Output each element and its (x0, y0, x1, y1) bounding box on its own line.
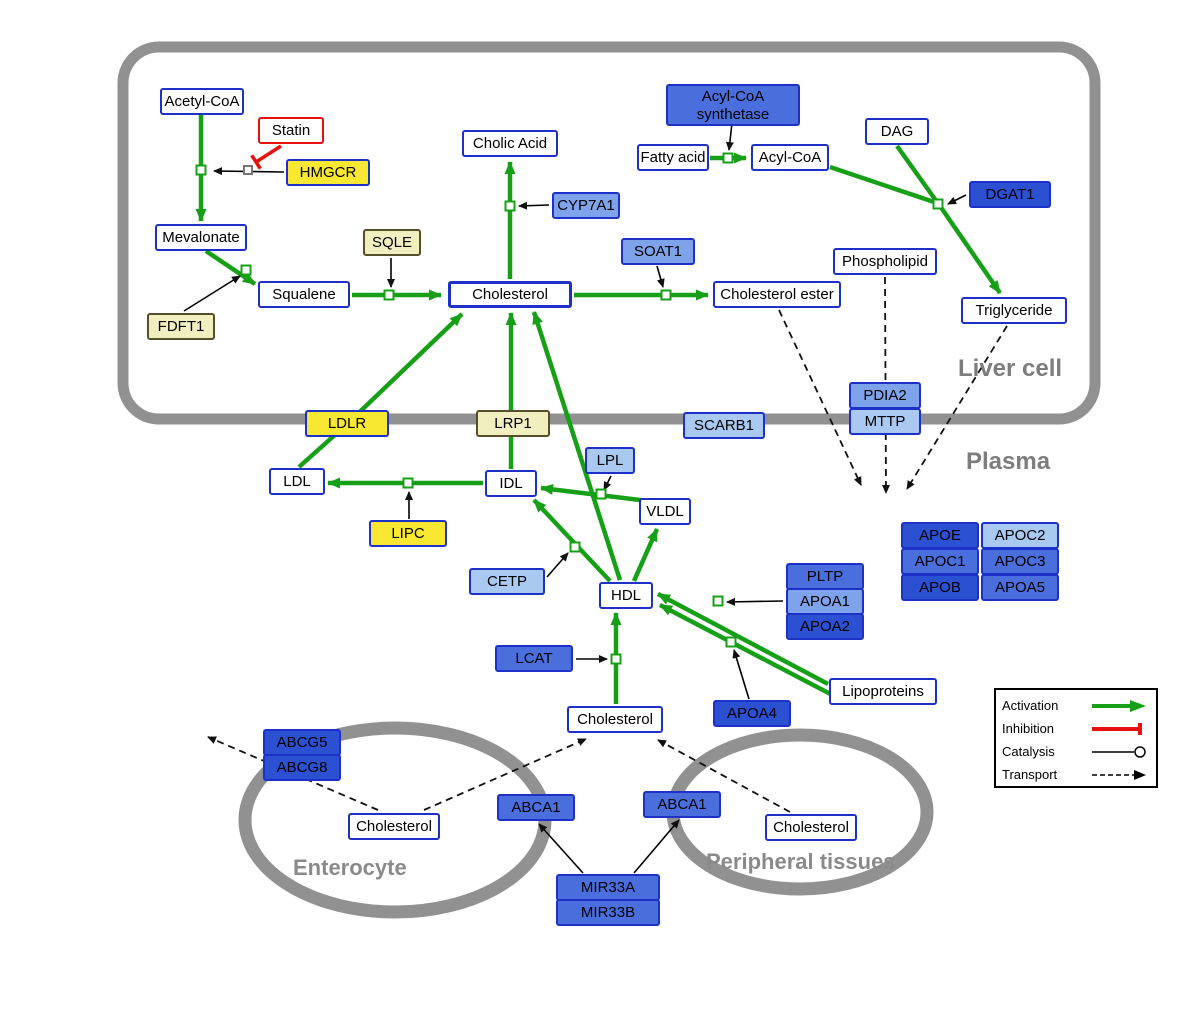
node-dgat1[interactable]: DGAT1 (969, 181, 1051, 208)
node-cholesterol-enterocyte[interactable]: Cholesterol (348, 813, 440, 840)
node-mevalonate[interactable]: Mevalonate (155, 224, 247, 251)
node-apoc3[interactable]: APOC3 (981, 548, 1059, 575)
node-soat1[interactable]: SOAT1 (621, 238, 695, 265)
node-idl[interactable]: IDL (485, 470, 537, 497)
node-squalene[interactable]: Squalene (258, 281, 350, 308)
liver-cell-label: Liver cell (958, 355, 1063, 382)
inhibition-edge (250, 144, 282, 170)
peripheral-tissues-label: Peripheral tissues (706, 849, 896, 874)
legend-activation-label: Activation (1002, 698, 1059, 713)
node-acetyl-coa[interactable]: Acetyl-CoA (160, 88, 244, 115)
node-mir33a[interactable]: MIR33A (556, 874, 660, 901)
node-cholesterol-peripheral[interactable]: Cholesterol (765, 814, 857, 841)
legend-transport-label: Transport (1002, 767, 1058, 782)
node-cholesterol-liver[interactable]: Cholesterol (448, 281, 572, 308)
catalysis-edges (183, 122, 967, 874)
node-hmgcr[interactable]: HMGCR (286, 159, 370, 186)
node-lipc[interactable]: LIPC (369, 520, 447, 547)
node-sqle[interactable]: SQLE (363, 229, 421, 256)
legend-row-catalysis: Catalysis (1002, 740, 1150, 763)
node-apoc1[interactable]: APOC1 (901, 548, 979, 575)
node-abca1-left[interactable]: ABCA1 (497, 794, 575, 821)
node-fatty-acid[interactable]: Fatty acid (637, 144, 709, 171)
node-mir33b[interactable]: MIR33B (556, 899, 660, 926)
node-scarb1[interactable]: SCARB1 (683, 412, 765, 439)
legend-row-inhibition: Inhibition (1002, 717, 1150, 740)
edge-anchors (195, 152, 944, 665)
node-abcg8[interactable]: ABCG8 (263, 754, 341, 781)
node-lpl[interactable]: LPL (585, 447, 635, 474)
node-abca1-right[interactable]: ABCA1 (643, 791, 721, 818)
liver-cell-membrane (117, 41, 1101, 425)
activation-arrow-icon (1092, 699, 1146, 712)
catalysis-circle-icon (1092, 745, 1146, 758)
legend-catalysis-label: Catalysis (1002, 744, 1055, 759)
node-triglyceride[interactable]: Triglyceride (961, 297, 1067, 324)
inhibition-tbar-icon (1092, 722, 1142, 735)
node-abcg5[interactable]: ABCG5 (263, 729, 341, 756)
node-cholesterol-plasma[interactable]: Cholesterol (567, 706, 663, 733)
node-apoc2[interactable]: APOC2 (981, 522, 1059, 549)
node-apoa1[interactable]: APOA1 (786, 588, 864, 615)
node-apoa4[interactable]: APOA4 (713, 700, 791, 727)
node-hdl[interactable]: HDL (599, 582, 653, 609)
node-phospholipid[interactable]: Phospholipid (833, 248, 937, 275)
node-apoe[interactable]: APOE (901, 522, 979, 549)
node-lcat[interactable]: LCAT (495, 645, 573, 672)
node-dag[interactable]: DAG (865, 118, 929, 145)
legend-row-transport: Transport (1002, 763, 1150, 786)
legend-inhibition-label: Inhibition (1002, 721, 1055, 736)
node-acyl-coa-synthetase[interactable]: Acyl-CoA synthetase (666, 84, 800, 126)
node-cholesterol-ester[interactable]: Cholesterol ester (713, 281, 841, 308)
node-apob[interactable]: APOB (901, 574, 979, 601)
node-pdia2[interactable]: PDIA2 (849, 382, 921, 409)
node-mttp[interactable]: MTTP (849, 408, 921, 435)
legend: Activation Inhibition Catalysis Transpor… (994, 688, 1158, 788)
node-statin[interactable]: Statin (258, 117, 324, 144)
node-fdft1[interactable]: FDFT1 (147, 313, 215, 340)
node-cyp7a1[interactable]: CYP7A1 (552, 192, 620, 219)
node-lrp1[interactable]: LRP1 (476, 410, 550, 437)
node-ldl[interactable]: LDL (269, 468, 325, 495)
plasma-label: Plasma (966, 448, 1051, 475)
node-lipoproteins[interactable]: Lipoproteins (829, 678, 937, 705)
legend-row-activation: Activation (1002, 694, 1150, 717)
node-apoa2[interactable]: APOA2 (786, 613, 864, 640)
node-pltp[interactable]: PLTP (786, 563, 864, 590)
enterocyte-label: Enterocyte (293, 855, 407, 880)
node-vldl[interactable]: VLDL (639, 498, 691, 525)
node-apoa5[interactable]: APOA5 (981, 574, 1059, 601)
transport-dashed-arrow-icon (1092, 769, 1146, 780)
node-cholic-acid[interactable]: Cholic Acid (462, 130, 558, 157)
node-ldlr[interactable]: LDLR (305, 410, 389, 437)
node-cetp[interactable]: CETP (469, 568, 545, 595)
node-acyl-coa[interactable]: Acyl-CoA (751, 144, 829, 171)
